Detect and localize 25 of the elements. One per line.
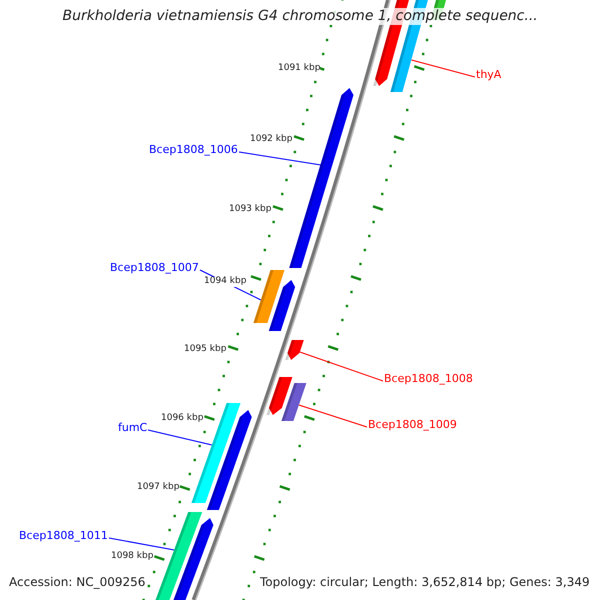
leader-line (298, 404, 368, 428)
gene-label: Bcep1808_1011 (19, 530, 108, 542)
tick-label: 1094 kbp (204, 277, 246, 287)
leader-line (108, 538, 175, 550)
gene-label: fumC (118, 422, 148, 434)
tick-label: 1092 kbp (250, 135, 292, 145)
tick-label: 1095 kbp (184, 345, 226, 355)
gene-label: Bcep1808_1006 (149, 144, 238, 156)
gene-block (253, 270, 284, 323)
leader-line (299, 352, 384, 382)
gene-label: Bcep1808_1008 (384, 373, 473, 386)
genome-stats-text: Topology: circular; Length: 3,652,814 bp; Genes: 3,349 (260, 576, 590, 589)
gene-label: Bcep1808_1007 (110, 262, 199, 274)
tick-label: 1093 kbp (229, 205, 272, 215)
gene-label: Bcep1808_1009 (368, 419, 457, 432)
gene-feature (285, 340, 304, 360)
gene-block (281, 383, 306, 421)
leader-line (410, 60, 476, 78)
leader-line (238, 152, 322, 166)
tick-label: 1097 kbp (137, 483, 180, 493)
tick-label: 1091 kbp (278, 64, 320, 74)
tick-label: 1096 kbp (161, 414, 204, 424)
leader-line (148, 430, 213, 446)
tick-label: 1098 kbp (111, 552, 154, 562)
gene-label: thyA (476, 69, 502, 82)
